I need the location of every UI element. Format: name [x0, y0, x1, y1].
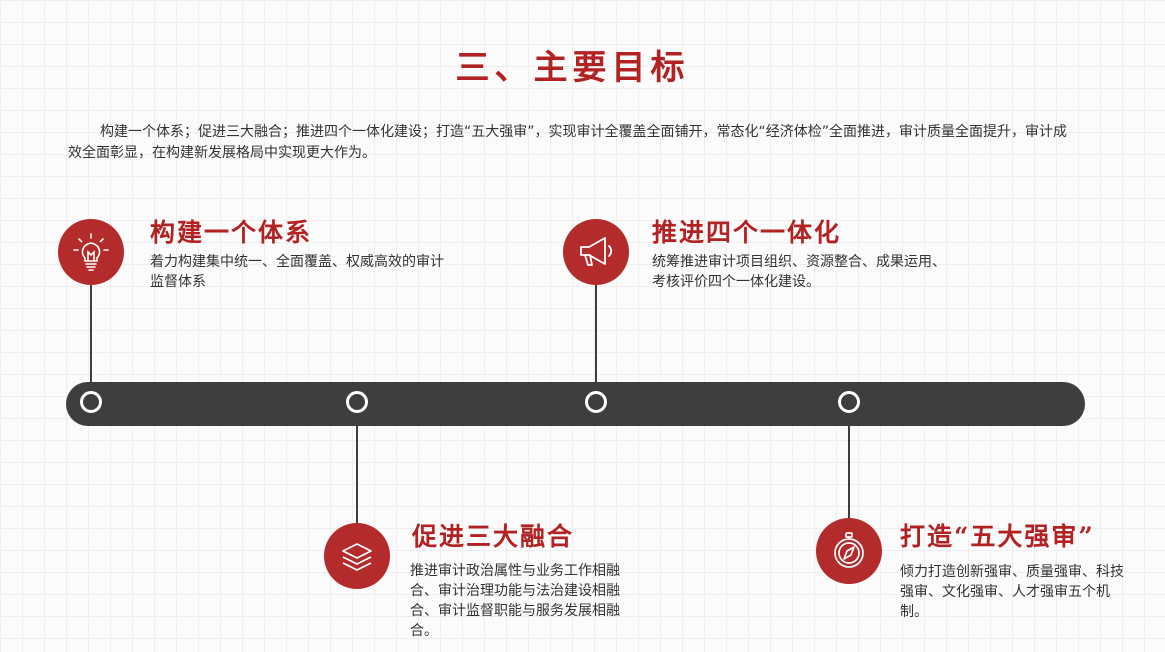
- layers-icon: [324, 523, 390, 589]
- compass-icon: [816, 518, 882, 584]
- connector-line-4: [848, 414, 850, 522]
- timeline-node-1: [80, 391, 102, 413]
- timeline-node-3: [585, 391, 607, 413]
- goal-1-description: 着力构建集中统一、全面覆盖、权威高效的审计监督体系: [150, 254, 444, 290]
- page-title: 三、主要目标: [455, 48, 690, 88]
- goal-4-title: 打造“五大强审”: [900, 522, 1095, 551]
- goal-3-title: 推进四个一体化: [652, 218, 842, 247]
- connector-line-2: [356, 414, 358, 526]
- goal-2-title: 促进三大融合: [412, 522, 575, 551]
- connector-line-3: [595, 285, 597, 391]
- goal-2-description: 推进审计政治属性与业务工作相融合、审计治理功能与法治建设相融合、审计监督职能与服…: [410, 563, 620, 639]
- megaphone-icon: [563, 219, 629, 285]
- lightbulb-icon: [58, 219, 124, 285]
- timeline-node-2: [346, 391, 368, 413]
- timeline-bar: [66, 382, 1085, 426]
- goal-4-description: 倾力打造创新强审、质量强审、科技强审、文化强审、人才强审五个机制。: [900, 564, 1124, 620]
- connector-line-1: [90, 285, 92, 391]
- goal-3-description: 统筹推进审计项目组织、资源整合、成果运用、考核评价四个一体化建设。: [652, 254, 946, 290]
- timeline-node-4: [838, 391, 860, 413]
- intro-paragraph: 构建一个体系；促进三大融合；推进四个一体化建设；打造“五大强审”，实现审计全覆盖…: [68, 124, 1068, 161]
- goal-1-title: 构建一个体系: [150, 218, 313, 247]
